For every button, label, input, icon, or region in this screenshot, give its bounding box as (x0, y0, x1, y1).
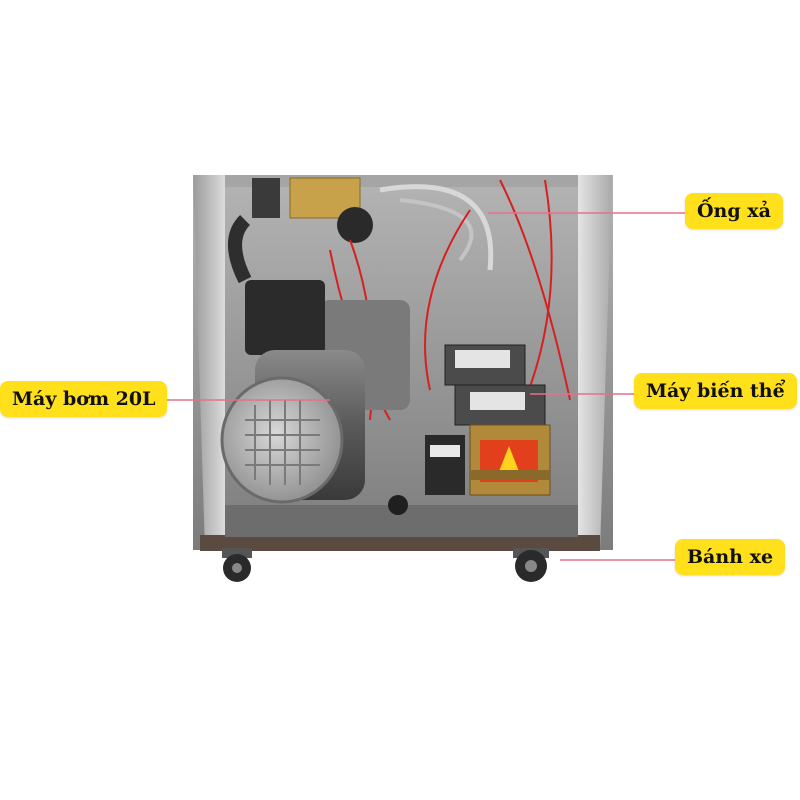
callout-transformer: Máy biến thể (634, 373, 797, 409)
wheels (222, 548, 549, 582)
top-fittings (228, 177, 494, 284)
vacuum-pump (220, 280, 410, 504)
callout-wheel: Bánh xe (675, 539, 786, 575)
callout-exhaust-pipe: Ống xả (685, 193, 783, 229)
relay-block (388, 435, 465, 515)
transformers (444, 344, 551, 496)
leader-lines (160, 212, 685, 561)
callout-pump: Máy bơm 20L (0, 381, 168, 417)
